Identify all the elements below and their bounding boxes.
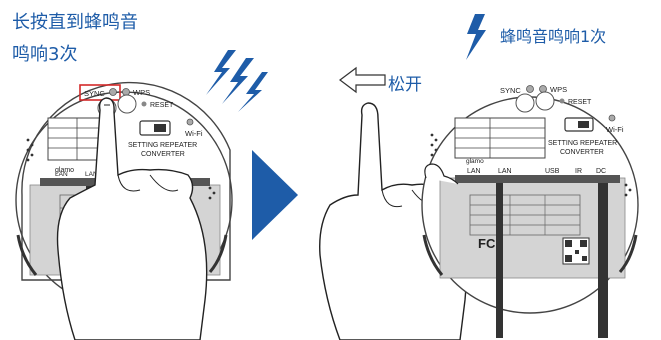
right-wps-led [540, 86, 547, 93]
right-gray-panel [440, 178, 625, 278]
right-fc-mark: FC [478, 236, 496, 251]
left-sync-label: SYNC [84, 89, 105, 98]
right-wifi-led [609, 115, 615, 121]
left-sync-led [110, 89, 117, 96]
left-repeater-label: REPEATER [160, 142, 197, 149]
left-wifi-label: Wi-Fi [185, 129, 203, 138]
left-setting-label: SETTING [128, 142, 158, 149]
right-sync-button [516, 94, 534, 112]
right-dc-label: DC [596, 168, 606, 175]
right-brand-label: glamo [466, 158, 484, 165]
left-converter-label: CONVERTER [141, 151, 185, 158]
right-port-strip [455, 175, 620, 183]
left-reset-hole [142, 102, 147, 107]
left-wifi-led [187, 119, 193, 125]
right-reset-hole [560, 99, 565, 104]
right-wifi-label: Wi-Fi [606, 125, 624, 134]
left-reset-label: RESET [150, 102, 174, 109]
next-step-arrow [252, 150, 298, 240]
right-lan1-label: LAN [467, 168, 481, 175]
right-qr-code [563, 238, 589, 264]
right-sync-led [527, 86, 534, 93]
left-wps-label: WPS [133, 88, 150, 97]
right-dc-cable [598, 183, 608, 338]
left-wps-button [118, 95, 136, 113]
right-sync-label: SYNC [500, 86, 521, 95]
left-lan1-label: LAN [55, 171, 68, 178]
release-arrow [340, 68, 385, 92]
right-ir-label: IR [575, 168, 582, 175]
right-lan-cable [496, 183, 503, 338]
right-wps-label: WPS [550, 85, 567, 94]
left-wps-led [123, 89, 130, 96]
right-wps-button [536, 92, 554, 110]
right-setting-label: SETTING [548, 140, 578, 147]
right-lan2-label: LAN [498, 168, 512, 175]
right-reset-label: RESET [568, 99, 592, 106]
left-device: SYNC WPS RESET Wi-Fi SETTING REPEATER CO… [16, 83, 232, 340]
right-sound-bolt [466, 14, 486, 60]
right-converter-label: CONVERTER [560, 149, 604, 156]
right-repeater-label: REPEATER [580, 140, 617, 147]
left-sound-bolts [206, 50, 268, 112]
right-usb-label: USB [545, 168, 560, 175]
